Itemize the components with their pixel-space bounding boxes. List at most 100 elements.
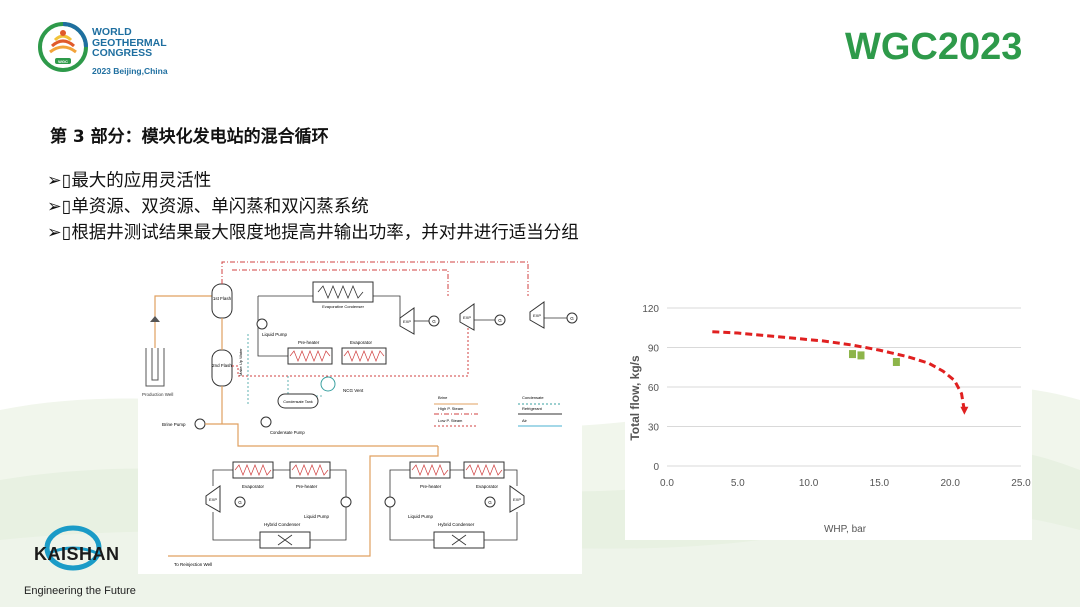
wgc-globe-logo: WGC — [38, 22, 88, 72]
liquid-pump-label: Liquid Pump — [304, 514, 330, 519]
exp-label: EXP — [513, 497, 521, 502]
exp-label: EXP — [209, 497, 217, 502]
bullet-item: ➢▯根据井测试结果最大限度地提高井输出功率，并对井进行适当分组 — [47, 220, 579, 246]
brine-pump-label: Brine Pump — [162, 422, 186, 427]
y-tick-label: 90 — [648, 344, 660, 355]
pre-heater-label: Pre-heater — [420, 484, 442, 489]
expander-3: EXP G — [529, 301, 578, 329]
measured-point — [857, 351, 865, 360]
missing-glyph-box: ▯ — [61, 197, 72, 217]
missing-glyph-box: ▯ — [61, 171, 72, 191]
measured-point — [892, 357, 900, 366]
flash-2-vessel: 2nd Flash — [211, 349, 233, 387]
generator-label: G — [570, 316, 574, 321]
reinjection-well-label: To Reinjection Well — [174, 562, 212, 567]
liquid-pump-label: Liquid Pump — [408, 514, 434, 519]
hybrid-condenser-label: Hybrid Condenser — [438, 522, 475, 527]
curve-arrow-head — [960, 406, 969, 415]
logo-line: CONGRESS — [92, 47, 153, 59]
bullet-text: 单资源、双资源、单闪蒸和双闪蒸系统 — [71, 197, 369, 217]
expander-1: EXP G — [399, 307, 440, 335]
liquid-pump-top — [256, 318, 268, 330]
arrow-bullet-icon: ➢ — [47, 197, 62, 217]
bullet-item: ➢▯单资源、双资源、单闪蒸和双闪蒸系统 — [47, 194, 579, 220]
condensate-tank — [277, 393, 319, 409]
generator-label: G — [498, 318, 502, 323]
logo-wordmark: WORLD GEOTHERMAL CONGRESS — [92, 27, 167, 59]
pre-heater-top: Pre-heater — [287, 340, 333, 365]
x-tick-label: 25.0 — [1011, 478, 1031, 489]
kaishan-logo-icon — [44, 525, 102, 571]
evaporator-label: Evaporator — [476, 484, 499, 489]
evaporator-label: Evaporator — [350, 340, 373, 345]
production-well: Production Well — [142, 348, 173, 397]
bullet-text: 最大的应用灵活性 — [71, 171, 212, 191]
logo-badge: WGC — [58, 59, 68, 64]
chart-series — [712, 330, 969, 415]
y-tick-labels: 0 30 60 90 120 — [642, 304, 659, 473]
x-tick-label: 10.0 — [799, 478, 819, 489]
make-up-water-label: Make Up Water — [238, 348, 243, 376]
legend-brine: Brine — [438, 395, 448, 400]
flow-curve-line — [712, 330, 966, 411]
condensate-pump-label: Condensate Pump — [270, 430, 305, 435]
y-tick-label: 30 — [648, 423, 660, 434]
arrow-bullet-icon: ➢ — [47, 171, 62, 191]
slide-title: 第 3 部分：模块化发电站的混合循环 — [50, 127, 329, 147]
arrow-bullet-icon: ➢ — [47, 223, 62, 243]
x-tick-label: 15.0 — [870, 478, 890, 489]
flash-2-label: 2nd Flash — [212, 363, 232, 368]
missing-glyph-box: ▯ — [61, 223, 72, 243]
evaporator-top: Evaporator — [341, 340, 387, 365]
logo-line: WORLD — [92, 26, 132, 38]
y-tick-label: 60 — [648, 383, 660, 394]
bullet-text: 根据井测试结果最大限度地提高井输出功率，并对井进行适当分组 — [71, 223, 579, 243]
legend-high-p-steam: High P. Steam — [438, 406, 464, 411]
ncg-vent-label: NCG Vent — [343, 388, 364, 393]
flash-1-label: 1st Flash — [213, 296, 232, 301]
exp-label: EXP — [533, 313, 541, 318]
company-tagline: Engineering the Future — [24, 585, 136, 597]
y-tick-label: 0 — [653, 462, 659, 473]
legend-condensate: Condensate — [522, 395, 544, 400]
hybrid-cycle-diagram: Production Well 1st Flash 2nd Flash Brin… — [138, 256, 582, 574]
ncg-fan — [320, 376, 336, 392]
legend-air: Air — [522, 418, 528, 423]
orc-unit-left: Evaporator Pre-heater EXP G Liquid Pump … — [205, 461, 352, 549]
bullet-item: ➢▯最大的应用灵活性 — [47, 168, 579, 194]
liquid-pump-label: Liquid Pump — [262, 332, 288, 337]
generator-label: G — [238, 500, 242, 505]
legend-refrigerant: Refrigerant — [522, 406, 543, 411]
pre-heater-label: Pre-heater — [296, 484, 318, 489]
production-well-label: Production Well — [142, 392, 173, 397]
x-axis-label: WHP, bar — [824, 524, 867, 535]
orc-unit-right: Pre-heater Evaporator Liquid Pump EXP G … — [384, 461, 525, 549]
logo-line: GEOTHERMAL — [92, 36, 167, 49]
brine-pump — [194, 418, 206, 430]
diagram-legend: Brine High P. Steam Low P. Steam Condens… — [434, 395, 562, 427]
measured-point — [848, 350, 856, 359]
bullet-list: ➢▯最大的应用灵活性 ➢▯单资源、双资源、单闪蒸和双闪蒸系统 ➢▯根据井测试结果… — [47, 168, 579, 246]
hybrid-condenser-label: Hybrid Condenser — [264, 522, 301, 527]
generator-label: G — [488, 500, 492, 505]
condensate-pump — [260, 416, 272, 428]
flash-1-vessel: 1st Flash — [211, 283, 233, 319]
expander-2: EXP G — [459, 303, 506, 331]
brand-title: WGC2023 — [845, 26, 1023, 68]
logo-subtitle: 2023 Beijing,China — [92, 66, 168, 76]
condensate-tank-label: Condensate Tank — [283, 400, 313, 404]
chart-grid — [667, 307, 1021, 467]
evaporator-label: Evaporator — [242, 484, 265, 489]
x-tick-label: 5.0 — [731, 478, 745, 489]
y-axis-label: Total flow, kg/s — [628, 355, 642, 441]
x-tick-label: 20.0 — [940, 478, 960, 489]
pre-heater-label: Pre-heater — [298, 340, 320, 345]
evaporative-condenser: Evaporative Condenser — [312, 281, 374, 309]
exp-label: EXP — [403, 319, 411, 324]
exp-label: EXP — [463, 315, 471, 320]
y-tick-label: 120 — [642, 304, 659, 315]
evap-condenser-label: Evaporative Condenser — [322, 304, 364, 309]
company-name: KAISHAN — [34, 544, 120, 564]
